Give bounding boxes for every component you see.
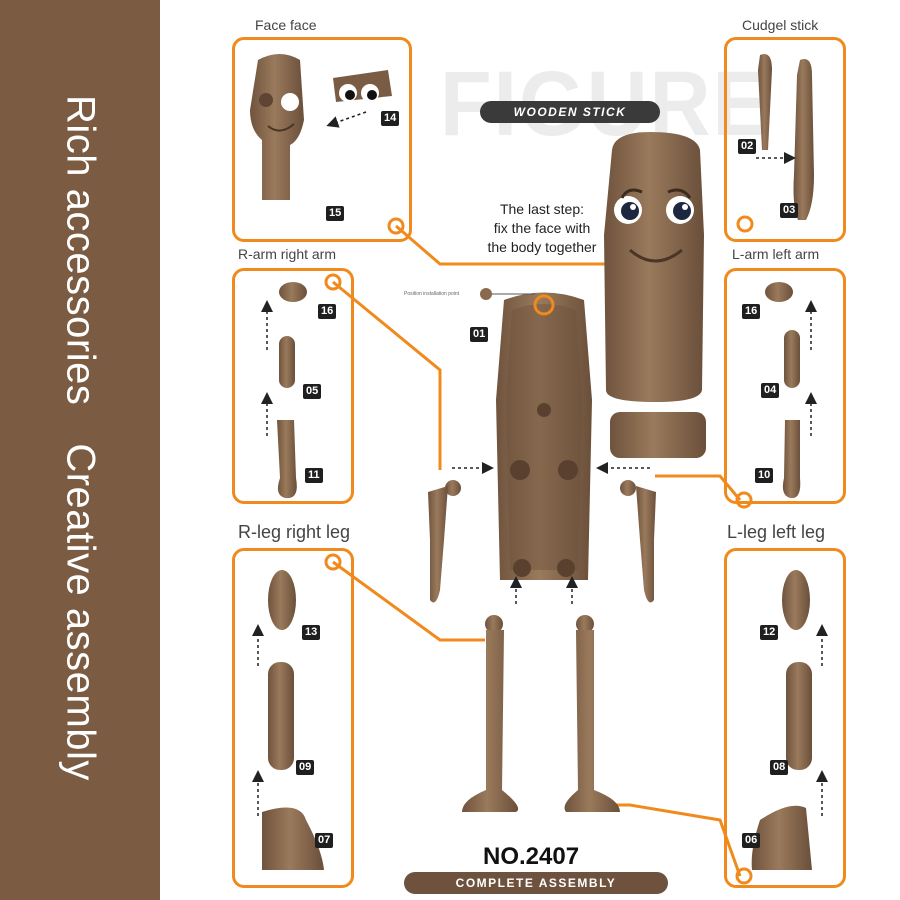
- wooden-stick-badge: WOODEN STICK: [480, 101, 660, 123]
- caption-cudgel: Cudgel stick: [742, 17, 819, 33]
- panel-l-leg: [724, 548, 846, 888]
- part-number-tag: 06: [742, 833, 761, 848]
- part-number-tag: 16: [742, 304, 761, 319]
- connector-lines: [324, 215, 754, 885]
- part-number-tag: 15: [326, 206, 345, 221]
- caption-l-arm: L-arm left arm: [732, 246, 820, 262]
- r-leg-parts: [262, 570, 324, 870]
- eyes-part: [333, 70, 392, 102]
- part-number-tag: 11: [305, 468, 323, 483]
- last-step-line: fix the face with: [493, 220, 591, 236]
- part-number-tag: 14: [381, 111, 400, 126]
- part-number-tag: 05: [303, 384, 322, 399]
- body-shell-part: [496, 292, 592, 580]
- panel-r-arm: [232, 268, 354, 504]
- part-number-tag: 13: [302, 625, 321, 640]
- l-leg-parts: [751, 570, 812, 870]
- complete-assembly-badge: COMPLETE ASSEMBLY: [404, 872, 668, 894]
- part-number-tag: 04: [761, 383, 780, 398]
- last-step-line: The last step:: [499, 201, 585, 217]
- last-step-instruction: The last step: fix the face with the bod…: [452, 200, 632, 257]
- part-number-tag: 08: [770, 760, 789, 775]
- installation-point-label: Position installation point: [404, 291, 460, 297]
- caption-face: Face face: [255, 17, 317, 33]
- panel-l-arm: [724, 268, 846, 504]
- part-number-tag: 10: [755, 468, 774, 483]
- part-number-tag: 12: [760, 625, 779, 640]
- face-mask-part: [250, 54, 304, 200]
- panel-face: [232, 37, 412, 242]
- side-banner: Rich accessoriesCreative assembly: [0, 0, 160, 900]
- assembled-arms: [428, 480, 656, 603]
- part-number-tag: 03: [780, 203, 799, 218]
- part-number-tag: 09: [296, 760, 315, 775]
- caption-r-leg: R-leg right leg: [238, 522, 351, 542]
- part-number-tag: 02: [738, 139, 757, 154]
- assembled-legs: [462, 615, 620, 812]
- caption-l-leg: L-leg left leg: [727, 522, 826, 542]
- l-arm-parts: [765, 282, 801, 499]
- panel-cudgel: [724, 37, 846, 242]
- r-arm-parts: [277, 282, 307, 499]
- panel-r-leg: [232, 548, 354, 888]
- last-step-line: the body together: [487, 239, 597, 255]
- caption-r-arm: R-arm right arm: [238, 246, 337, 262]
- part-number-tag: 07: [315, 833, 334, 848]
- part-number-tag: 16: [318, 304, 337, 319]
- model-number: NO.2407: [483, 843, 580, 870]
- assembled-head: [604, 132, 706, 458]
- cudgel-parts: [758, 54, 814, 220]
- part-number-tag: 01: [470, 327, 489, 342]
